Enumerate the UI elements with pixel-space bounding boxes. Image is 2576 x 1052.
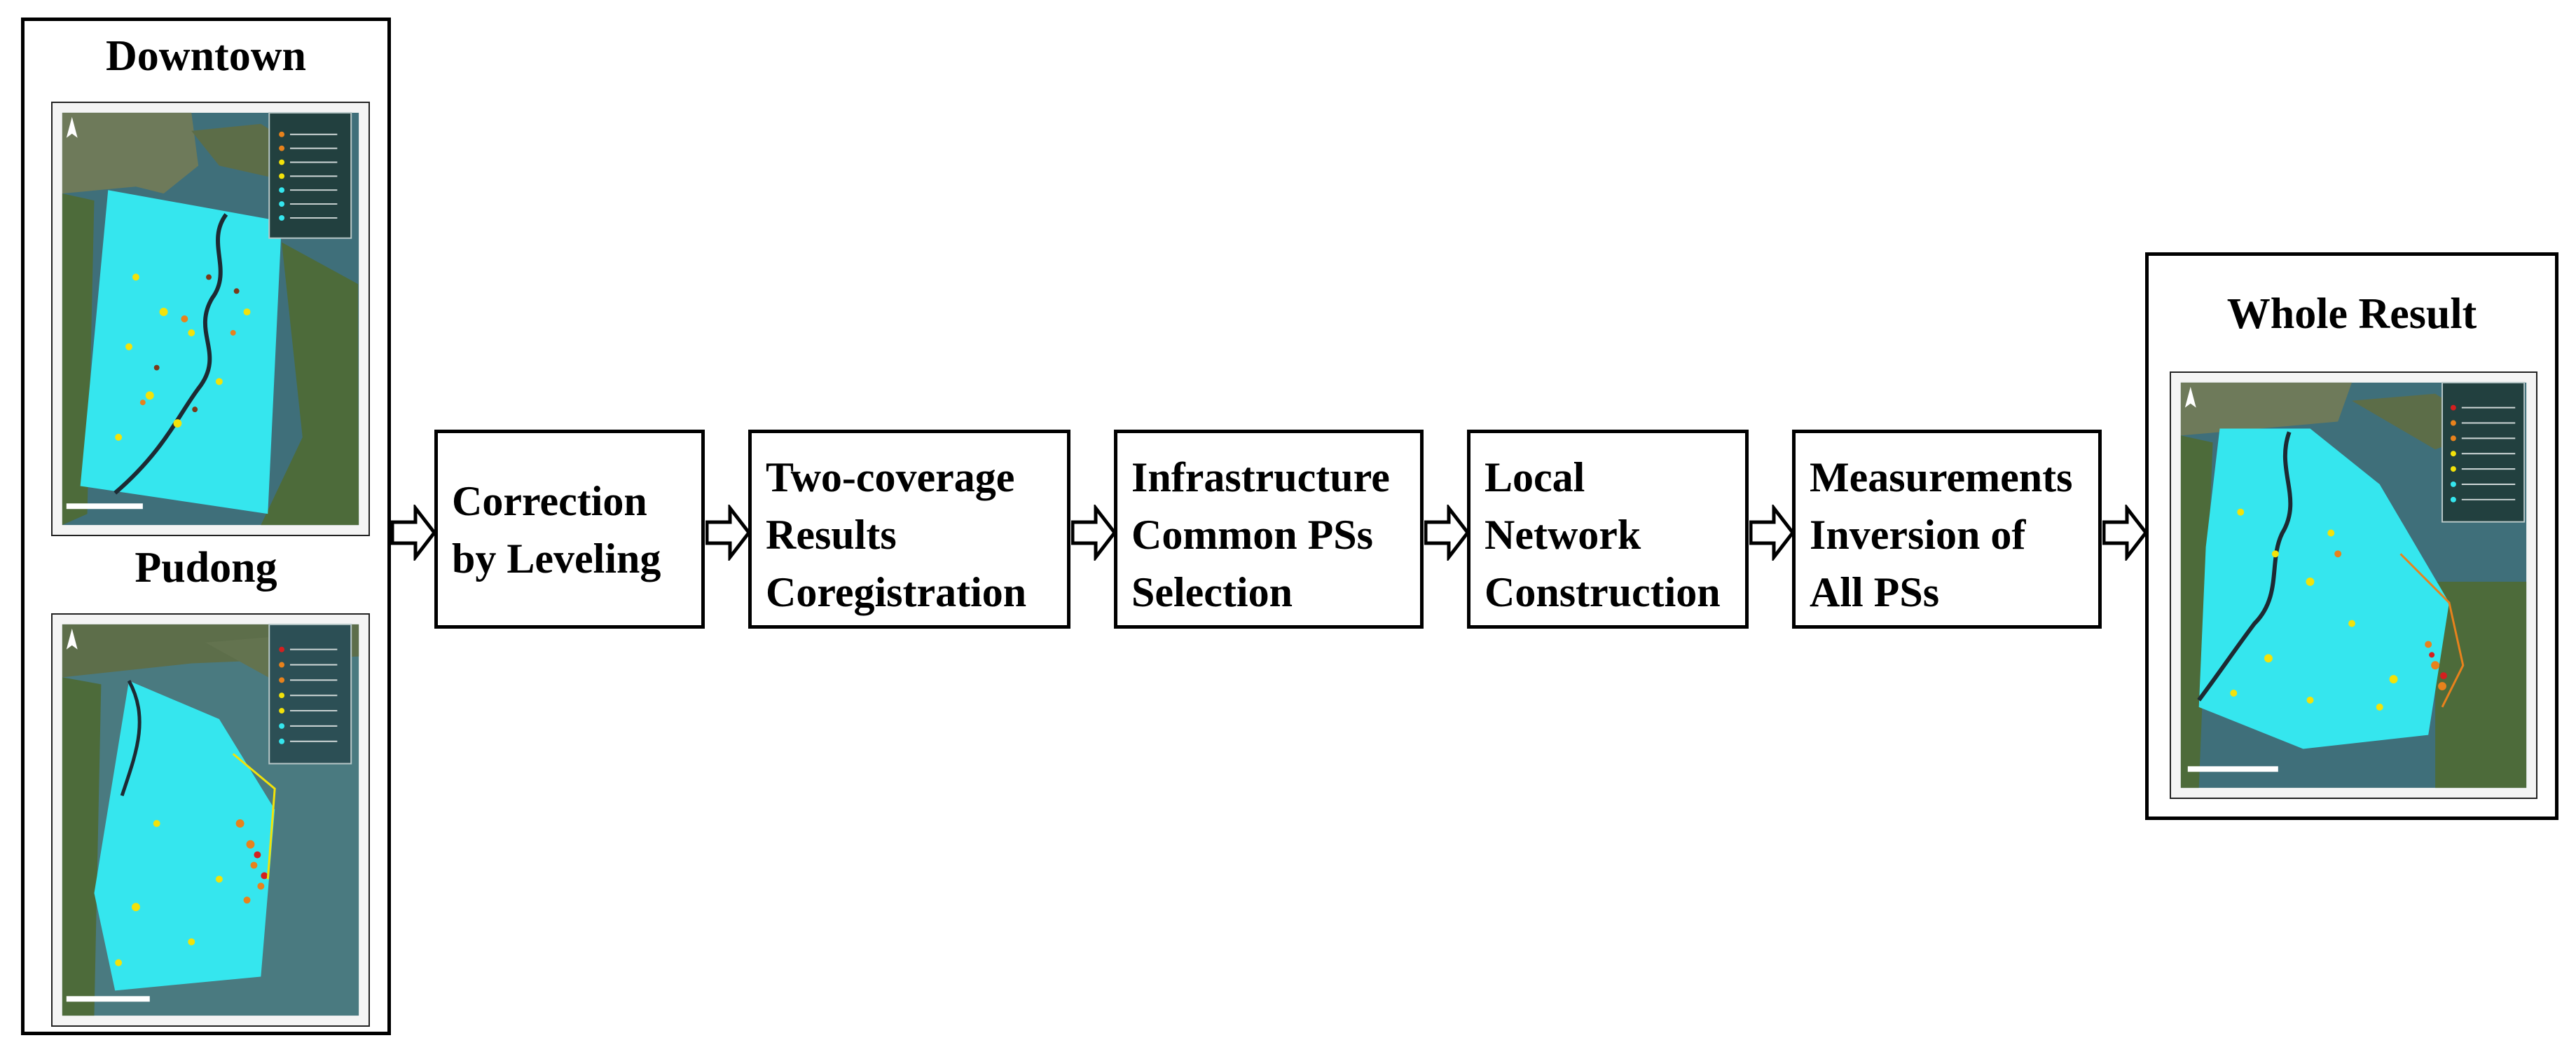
step-two-coverage-coregistration: Two-coverage Results Coregistration xyxy=(748,430,1070,629)
step-3-line-1: Infrastructure xyxy=(1131,454,1390,500)
whole-legend-lines xyxy=(2461,407,2516,500)
downtown-legend-swatches xyxy=(279,131,285,151)
pudong-map xyxy=(51,613,370,1027)
whole-ps-yellow-dots xyxy=(2230,508,2398,711)
whole-map-land-west xyxy=(2180,435,2213,788)
step-5-line-2: Inversion of xyxy=(1810,512,2026,558)
step-4-line-3: Construction xyxy=(1485,569,1721,615)
step-4-line-1: Local xyxy=(1485,454,1585,500)
downtown-river xyxy=(113,213,228,495)
pudong-river xyxy=(120,680,142,797)
step-local-network-construction: Local Network Construction xyxy=(1467,430,1749,629)
step-5-line-1: Measurements xyxy=(1810,454,2073,500)
step-2-line-1: Two-coverage xyxy=(766,454,1015,500)
pudong-ps-orange-dots xyxy=(235,819,265,904)
whole-ps-orange-dots xyxy=(2334,550,2446,691)
pudong-title: Pudong xyxy=(135,544,277,592)
whole-ps-red-dots xyxy=(2429,652,2447,680)
downtown-ps-yellow-dots xyxy=(115,273,251,441)
downtown-map-land-north xyxy=(62,112,199,194)
step-3-line-2: Common PSs xyxy=(1131,512,1374,558)
downtown-north-arrow xyxy=(66,116,78,138)
downtown-coverage-ps xyxy=(80,190,282,514)
step-infrastructure-ps-selection: Infrastructure Common PSs Selection xyxy=(1114,430,1424,629)
step-4-line-2: Network xyxy=(1485,512,1641,558)
step-2-line-2: Results xyxy=(766,512,897,558)
whole-map-land-east xyxy=(2435,582,2527,788)
step-1-line-2: by Leveling xyxy=(452,535,661,582)
whole-map-land-north xyxy=(2180,382,2353,436)
whole-coastline-ps xyxy=(2399,553,2465,708)
pudong-ps-red-dots xyxy=(254,851,268,880)
whole-north-arrow xyxy=(2184,386,2196,408)
whole-river xyxy=(2197,431,2293,702)
pudong-legend-lines xyxy=(289,648,338,742)
step-2-line-3: Coregistration xyxy=(766,569,1027,615)
pudong-map-land-west xyxy=(62,677,102,1016)
flow-arrow-2 xyxy=(705,503,752,563)
downtown-ps-orange-dots xyxy=(139,315,236,406)
step-3-line-3: Selection xyxy=(1131,569,1293,615)
step-1-line-1: Correction xyxy=(452,478,647,524)
whole-result-title: Whole Result xyxy=(2226,290,2477,338)
left-input-panel: Downtown xyxy=(21,18,391,1035)
whole-scale-bar xyxy=(2187,766,2278,772)
downtown-scale-bar xyxy=(66,503,143,510)
downtown-title: Downtown xyxy=(106,32,306,80)
downtown-ps-dark-dots xyxy=(153,274,240,413)
flow-arrow-3 xyxy=(1070,503,1117,563)
pudong-ps-yellow-dots xyxy=(115,820,223,966)
pudong-north-arrow xyxy=(66,628,78,650)
pudong-scale-bar xyxy=(66,996,150,1002)
flow-arrow-1 xyxy=(390,503,437,563)
whole-result-map xyxy=(2170,371,2537,799)
step-5-line-3: All PSs xyxy=(1810,569,1940,615)
step-measurements-inversion: Measurements Inversion of All PSs xyxy=(1792,430,2102,629)
flow-arrow-4 xyxy=(1424,503,1470,563)
downtown-legend-lines xyxy=(289,133,338,219)
pudong-coastline-ps xyxy=(232,753,276,880)
step-correction-by-leveling: Correction by Leveling xyxy=(434,430,705,629)
whole-coverage-ps xyxy=(2198,428,2449,749)
whole-result-panel: Whole Result xyxy=(2145,252,2558,820)
pudong-coverage-ps xyxy=(94,681,275,991)
flow-arrow-6 xyxy=(2102,503,2149,563)
downtown-map xyxy=(51,102,370,536)
downtown-map-land-east xyxy=(261,242,359,526)
flow-arrow-5 xyxy=(1749,503,1796,563)
